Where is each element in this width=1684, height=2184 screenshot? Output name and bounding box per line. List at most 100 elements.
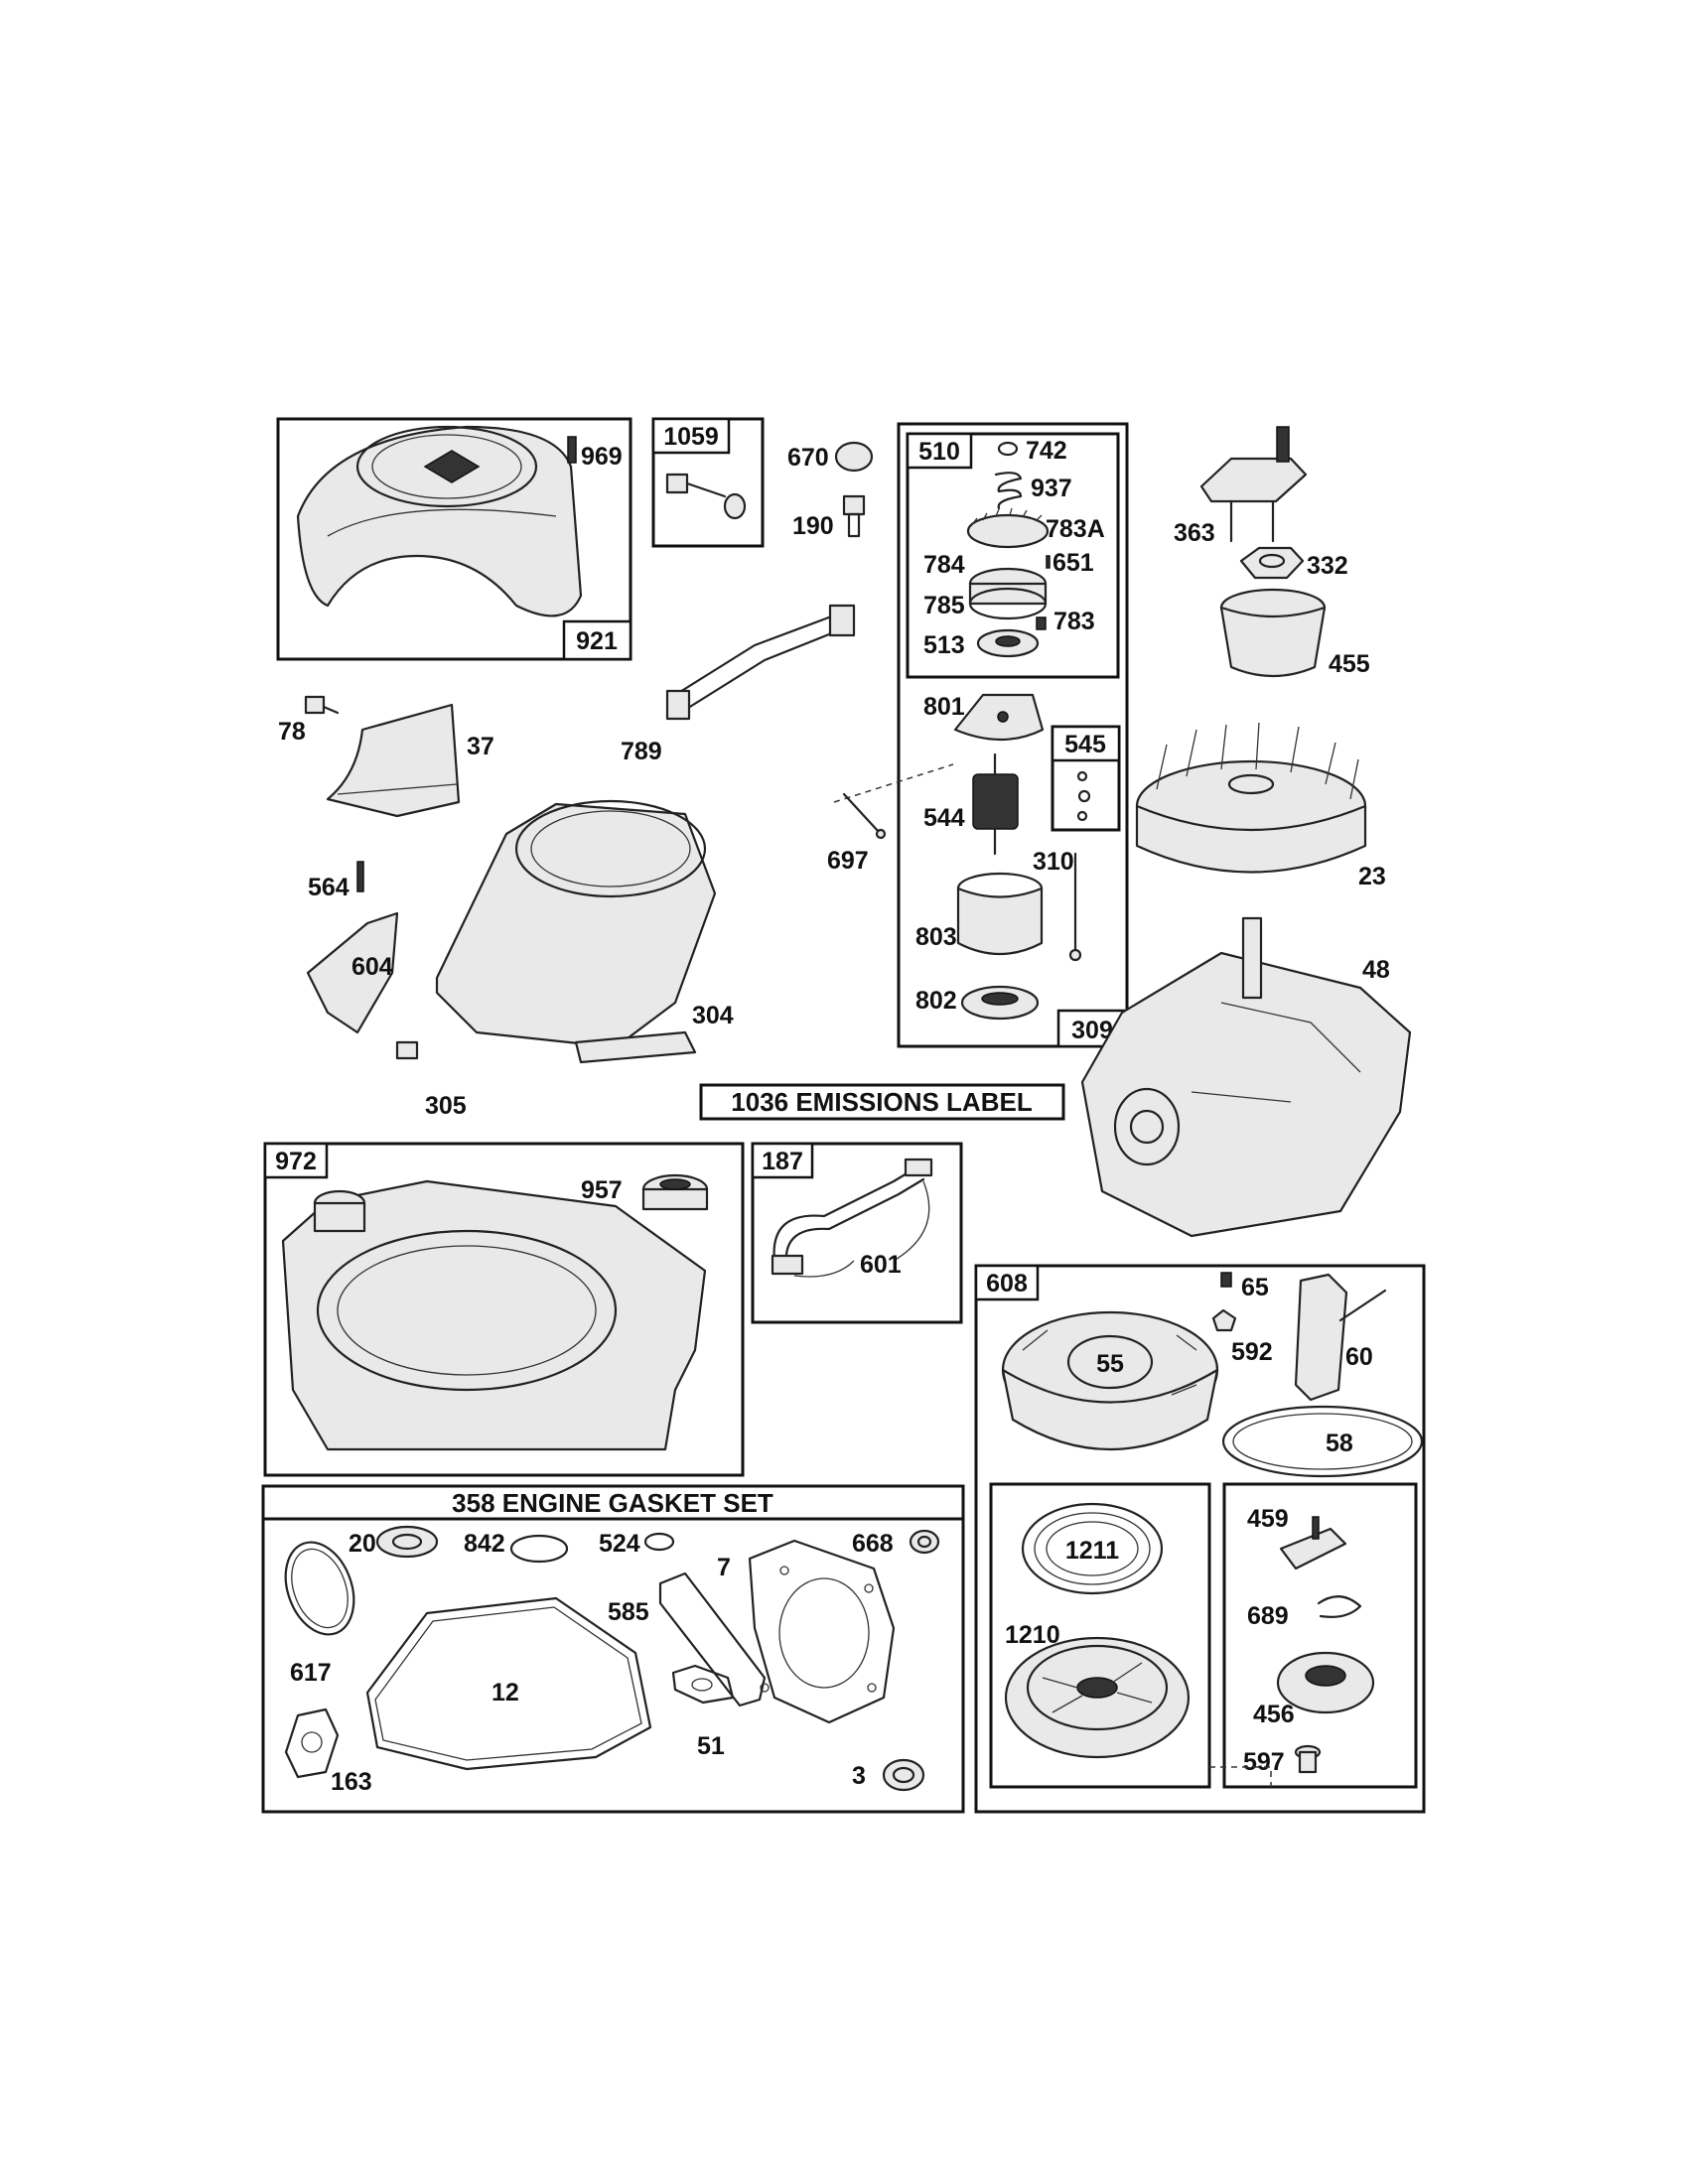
part-37-air-guide [326,703,461,818]
label-545: 545 [1064,731,1106,758]
part-65-screw [1220,1272,1232,1288]
part-597-screw [1294,1744,1322,1774]
part-51-gasket [671,1664,735,1705]
part-1059-bolt [665,473,747,520]
label-608: 608 [986,1270,1028,1297]
part-55-starter-housing [1001,1310,1219,1450]
label-803: 803 [915,923,957,951]
part-163-gasket [284,1707,340,1779]
part-564-screw [356,861,364,892]
label-617: 617 [290,1659,332,1687]
label-513: 513 [923,631,965,659]
part-842-seal [509,1534,569,1564]
label-524: 524 [599,1530,640,1558]
part-190-fitting [842,494,866,538]
part-670-bushing [834,441,874,473]
label-12: 12 [491,1679,519,1706]
label-60: 60 [1345,1343,1373,1371]
label-785: 785 [923,592,965,619]
part-48-crankcase [1080,916,1412,1238]
label-937: 937 [1031,475,1072,502]
label-784: 784 [923,551,965,579]
label-305: 305 [425,1092,467,1120]
box-309: 309 510 742 937 783A 784 651 [897,422,1129,1048]
part-1211-spring [1021,1502,1164,1595]
part-513-clutch [976,628,1040,658]
label-55: 55 [1096,1350,1124,1378]
label-742: 742 [1026,437,1067,465]
gasket-set-title: 358 ENGINE GASKET SET [452,1488,773,1518]
part-310-through-bolt [1068,852,1082,962]
box-187: 187 601 [751,1142,963,1324]
part-20-seal [375,1525,439,1559]
part-7-head-gasket [748,1539,896,1724]
part-601-fuel-line [771,1158,933,1278]
label-604: 604 [351,953,393,981]
label-51: 51 [697,1732,725,1760]
label-37: 37 [467,733,494,760]
box-1059: 1059 [651,417,765,548]
part-544-armature [972,752,1019,856]
part-783A-gear [966,507,1050,549]
part-668-seal [909,1529,940,1555]
box-608: 608 55 65 592 60 58 [974,1264,1426,1814]
part-363-bracket [1199,426,1308,543]
label-455: 455 [1329,650,1370,678]
part-957-fuel-cap [641,1173,709,1211]
label-802: 802 [915,987,957,1015]
box-921: 921 969 [276,417,632,661]
label-544: 544 [923,804,965,832]
label-921: 921 [576,627,618,655]
label-597: 597 [1243,1748,1285,1776]
part-332-nut [1239,546,1305,580]
part-937-spring [994,472,1023,510]
part-742-clip [997,441,1019,457]
part-604-guide [306,911,399,1034]
label-957: 957 [581,1176,623,1204]
label-972: 972 [275,1148,317,1175]
emissions-label-box: 1036 EMISSIONS LABEL [699,1083,1065,1121]
label-689: 689 [1247,1602,1289,1630]
label-3: 3 [852,1762,866,1790]
label-20: 20 [349,1530,376,1558]
part-789-wire-harness [665,604,856,721]
box-545: 545 [1051,725,1121,832]
label-1059: 1059 [663,423,719,451]
label-459: 459 [1247,1505,1289,1533]
label-668: 668 [852,1530,894,1558]
part-585-gasket [658,1571,767,1707]
label-48: 48 [1362,956,1390,984]
emissions-label: 1036 EMISSIONS LABEL [731,1087,1033,1117]
label-163: 163 [331,1768,372,1796]
label-304: 304 [692,1002,734,1029]
label-783: 783 [1053,608,1095,635]
label-310: 310 [1033,848,1074,876]
label-601: 601 [860,1251,902,1279]
part-456-ratchet [1276,1651,1375,1714]
box-972: 972 957 [263,1142,745,1477]
part-785-pinion [968,567,1048,620]
part-969-screw [567,436,577,464]
box-459 [1222,1482,1418,1789]
label-1210: 1210 [1005,1621,1060,1649]
label-190: 190 [792,512,834,540]
part-783-retainer [1036,616,1047,630]
label-651: 651 [1052,549,1094,577]
label-969: 969 [581,443,623,471]
label-783A: 783A [1046,515,1105,543]
label-585: 585 [608,1598,649,1626]
label-801: 801 [923,693,965,721]
part-617-gasket [284,1541,355,1636]
label-670: 670 [787,444,829,472]
label-65: 65 [1241,1274,1269,1301]
part-304-blower-housing [435,799,717,1064]
blower-housing-cover-part [296,425,583,617]
part-1210-pulley [1004,1636,1191,1759]
label-789: 789 [621,738,662,765]
part-802-end-cap [960,985,1040,1021]
part-12-sump-gasket [365,1596,652,1771]
part-23-flywheel [1135,722,1367,874]
part-455-cup [1219,588,1327,678]
label-78: 78 [278,718,306,746]
